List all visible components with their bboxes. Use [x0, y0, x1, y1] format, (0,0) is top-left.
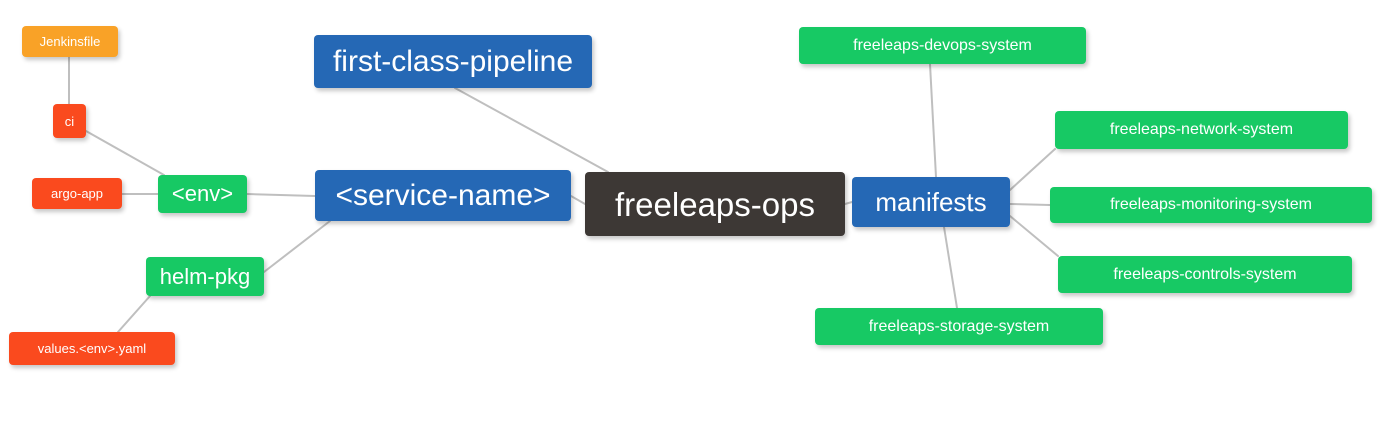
mindmap-node-jenkinsfile[interactable]: Jenkinsfile — [22, 26, 118, 57]
mindmap-node-ci[interactable]: ci — [53, 104, 86, 138]
node-label-service: <service-name> — [335, 178, 551, 212]
mindmap-node-monitoring[interactable]: freeleaps-monitoring-system — [1050, 187, 1372, 223]
edge-manifests-to-network — [1009, 148, 1056, 191]
mindmap-node-argoapp[interactable]: argo-app — [32, 178, 122, 209]
edge-root-to-manifests — [844, 201, 853, 205]
node-label-helm: helm-pkg — [159, 263, 251, 289]
node-label-root: freeleaps-ops — [615, 185, 815, 223]
edge-manifests-to-devops — [929, 63, 937, 178]
node-label-jenkinsfile: Jenkinsfile — [39, 34, 101, 49]
mindmap-node-devops[interactable]: freeleaps-devops-system — [799, 27, 1086, 64]
mindmap-node-service[interactable]: <service-name> — [315, 170, 571, 221]
edge-root-to-fcp — [454, 87, 609, 173]
node-label-ci: ci — [64, 113, 75, 129]
edge-helm-to-values — [117, 295, 151, 333]
mindmap-node-controls[interactable]: freeleaps-controls-system — [1058, 256, 1352, 293]
edge-service-to-helm — [263, 220, 331, 273]
edge-manifests-to-storage — [943, 226, 958, 309]
edge-service-to-env — [246, 193, 316, 197]
mindmap-node-network[interactable]: freeleaps-network-system — [1055, 111, 1348, 149]
node-label-argoapp: argo-app — [50, 186, 104, 201]
edge-root-to-service — [570, 195, 586, 205]
node-label-devops: freeleaps-devops-system — [853, 36, 1032, 54]
node-label-monitoring: freeleaps-monitoring-system — [1110, 196, 1312, 213]
node-label-controls: freeleaps-controls-system — [1113, 265, 1297, 283]
mindmap-node-storage[interactable]: freeleaps-storage-system — [815, 308, 1103, 345]
node-label-fcp: first-class-pipeline — [332, 44, 574, 78]
mindmap-node-fcp[interactable]: first-class-pipeline — [314, 35, 592, 88]
node-label-manifests: manifests — [875, 187, 987, 217]
edge-manifests-to-monitoring — [1009, 203, 1051, 206]
mindmap-node-env[interactable]: <env> — [158, 175, 247, 213]
mindmap-node-root[interactable]: freeleaps-ops — [585, 172, 845, 236]
edge-env-to-ci — [85, 130, 165, 176]
mindmap-node-helm[interactable]: helm-pkg — [146, 257, 264, 296]
node-label-env: <env> — [171, 181, 234, 206]
node-label-network: freeleaps-network-system — [1109, 121, 1294, 138]
mindmap-node-manifests[interactable]: manifests — [852, 177, 1010, 227]
node-label-storage: freeleaps-storage-system — [868, 317, 1050, 335]
node-label-values: values.<env>.yaml — [37, 341, 147, 356]
mindmap-node-values[interactable]: values.<env>.yaml — [9, 332, 175, 365]
